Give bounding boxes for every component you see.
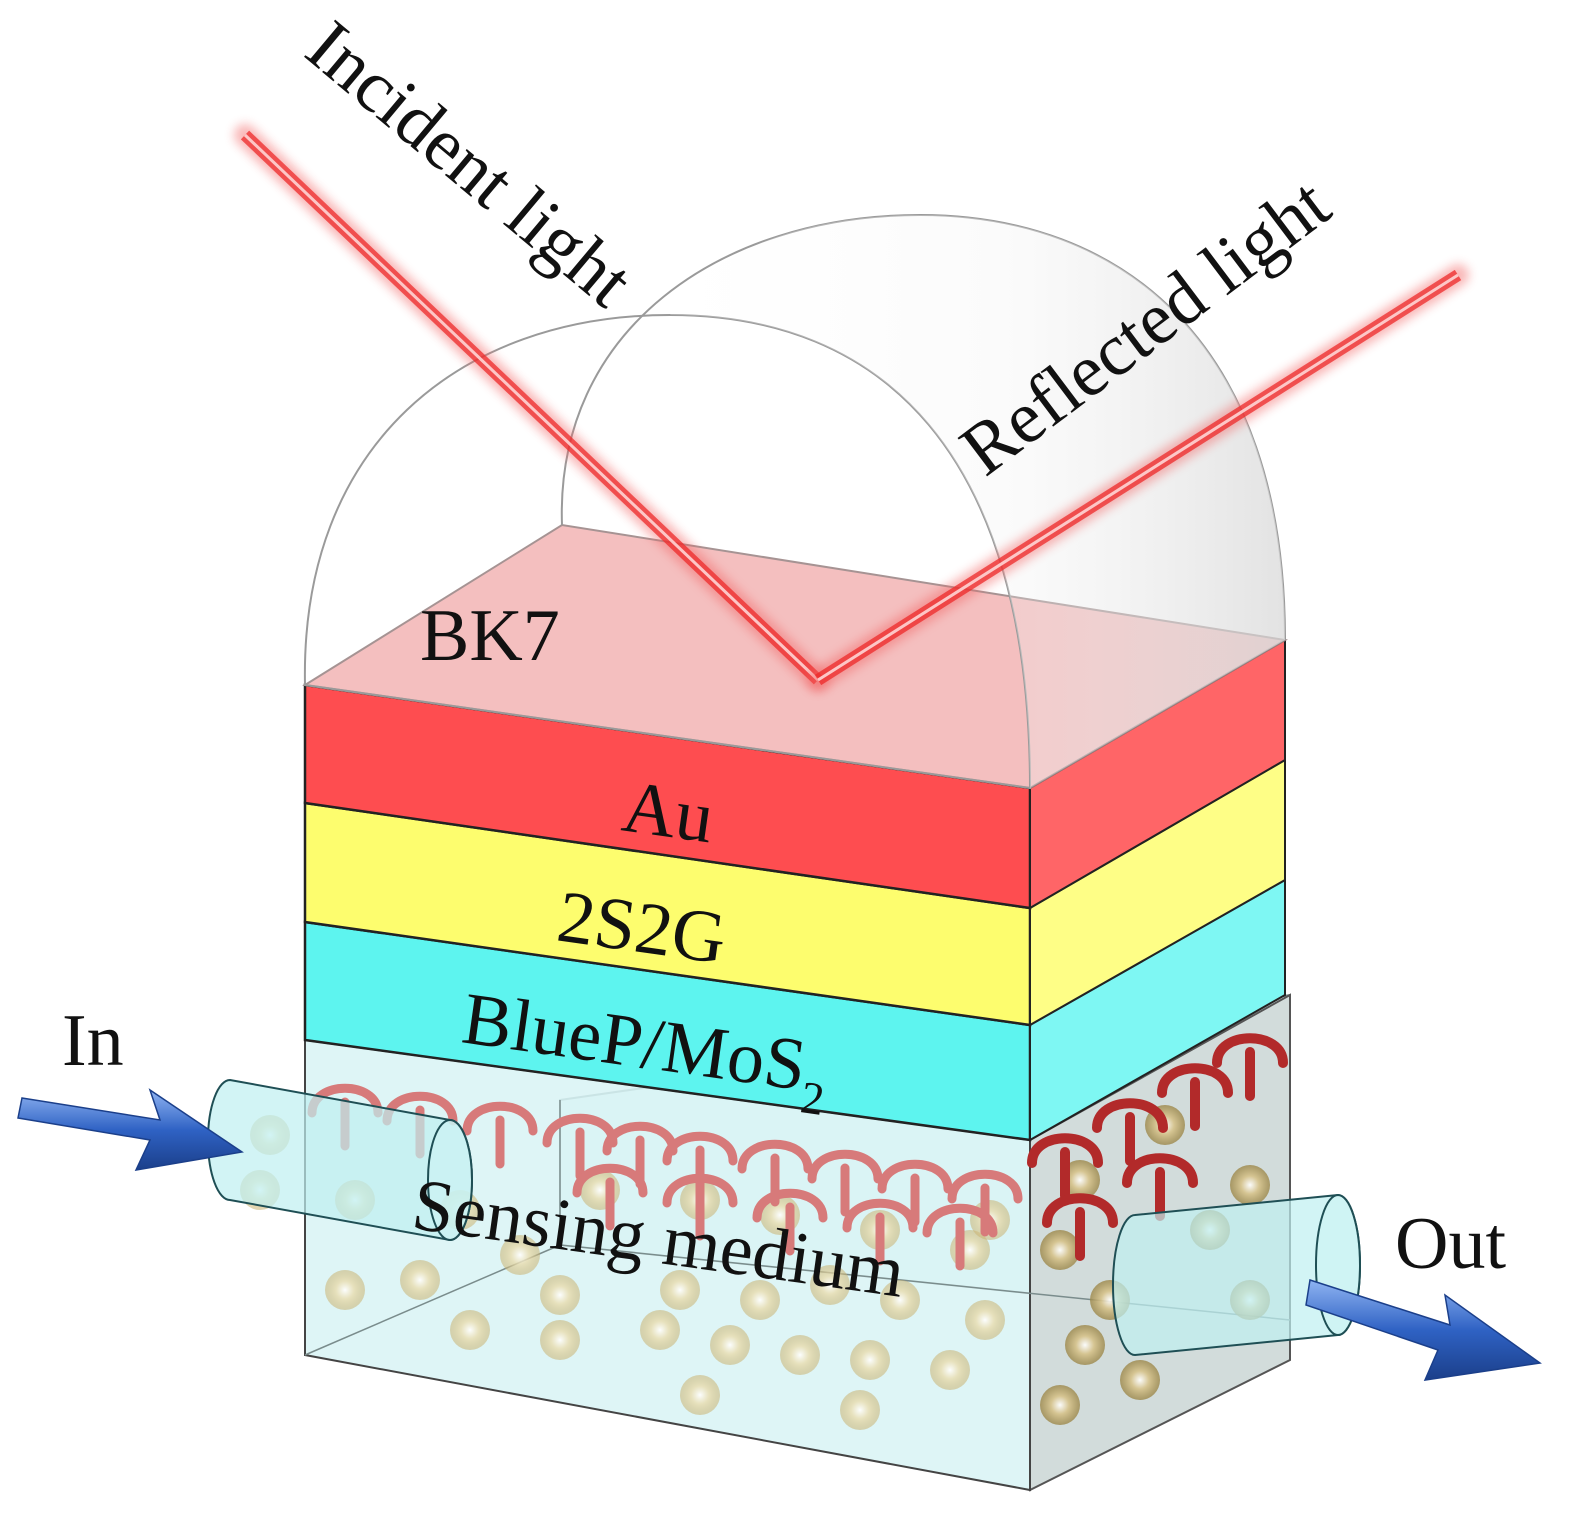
- analyte-particle: [810, 1265, 850, 1305]
- receptor-molecule: [572, 1163, 648, 1231]
- analyte-particle: [640, 1310, 680, 1350]
- receptor-molecule: [877, 1159, 953, 1227]
- receptor-molecule: [662, 1173, 738, 1241]
- outlet: [1112, 1193, 1542, 1381]
- receptor-molecule: [1042, 1193, 1118, 1261]
- inlet-arrow: [17, 1088, 244, 1171]
- receptor-molecule: [662, 1131, 738, 1199]
- receptor-molecule: [807, 1149, 883, 1217]
- reflected-beam: [807, 264, 1469, 691]
- bk7-label: BK7: [420, 595, 560, 677]
- analyte-particle: [540, 1275, 580, 1315]
- analyte-particle: [500, 1235, 540, 1275]
- in-label: In: [62, 1000, 124, 1082]
- receptor-molecule: [462, 1101, 538, 1169]
- analyte-particle: [840, 1390, 880, 1430]
- analyte-particle: [325, 1270, 365, 1310]
- analyte-particle: [880, 1280, 920, 1320]
- receptor-molecule: [1212, 1033, 1288, 1101]
- analyte-particle: [400, 1260, 440, 1300]
- analyte-particle: [930, 1350, 970, 1390]
- analyte-particle: [1065, 1325, 1105, 1365]
- analyte-particle: [1040, 1230, 1080, 1270]
- inlet-tube-end: [427, 1119, 473, 1241]
- inlet: [17, 1078, 473, 1242]
- analyte-particle: [740, 1280, 780, 1320]
- analyte-particle: [780, 1335, 820, 1375]
- analyte-particle: [1120, 1360, 1160, 1400]
- receptor-molecule: [752, 1188, 828, 1256]
- outlet-arrow: [1305, 1279, 1542, 1381]
- analyte-particle: [450, 1310, 490, 1350]
- receptor-molecule: [1122, 1153, 1198, 1221]
- analyte-particle: [1230, 1165, 1270, 1205]
- receptor-molecule: [947, 1169, 1023, 1237]
- analyte-particle: [850, 1340, 890, 1380]
- receptor-molecule: [842, 1198, 918, 1266]
- receptor-molecule: [922, 1203, 998, 1271]
- receptor-molecule: [1092, 1098, 1168, 1166]
- analyte-particle: [540, 1320, 580, 1360]
- analyte-particle: [1040, 1385, 1080, 1425]
- out-label: Out: [1395, 1203, 1506, 1285]
- dome-side-shell: [670, 215, 1285, 788]
- receptor-molecule: [1027, 1133, 1103, 1201]
- incident-light-label: Incident light: [291, 5, 648, 323]
- analyte-particle: [965, 1300, 1005, 1340]
- analyte-particle: [680, 1375, 720, 1415]
- analyte-particle: [660, 1270, 700, 1310]
- incident-beam: [234, 124, 829, 691]
- au-label: Au: [618, 766, 719, 860]
- analyte-particle: [710, 1325, 750, 1365]
- receptor-molecule: [1157, 1063, 1233, 1131]
